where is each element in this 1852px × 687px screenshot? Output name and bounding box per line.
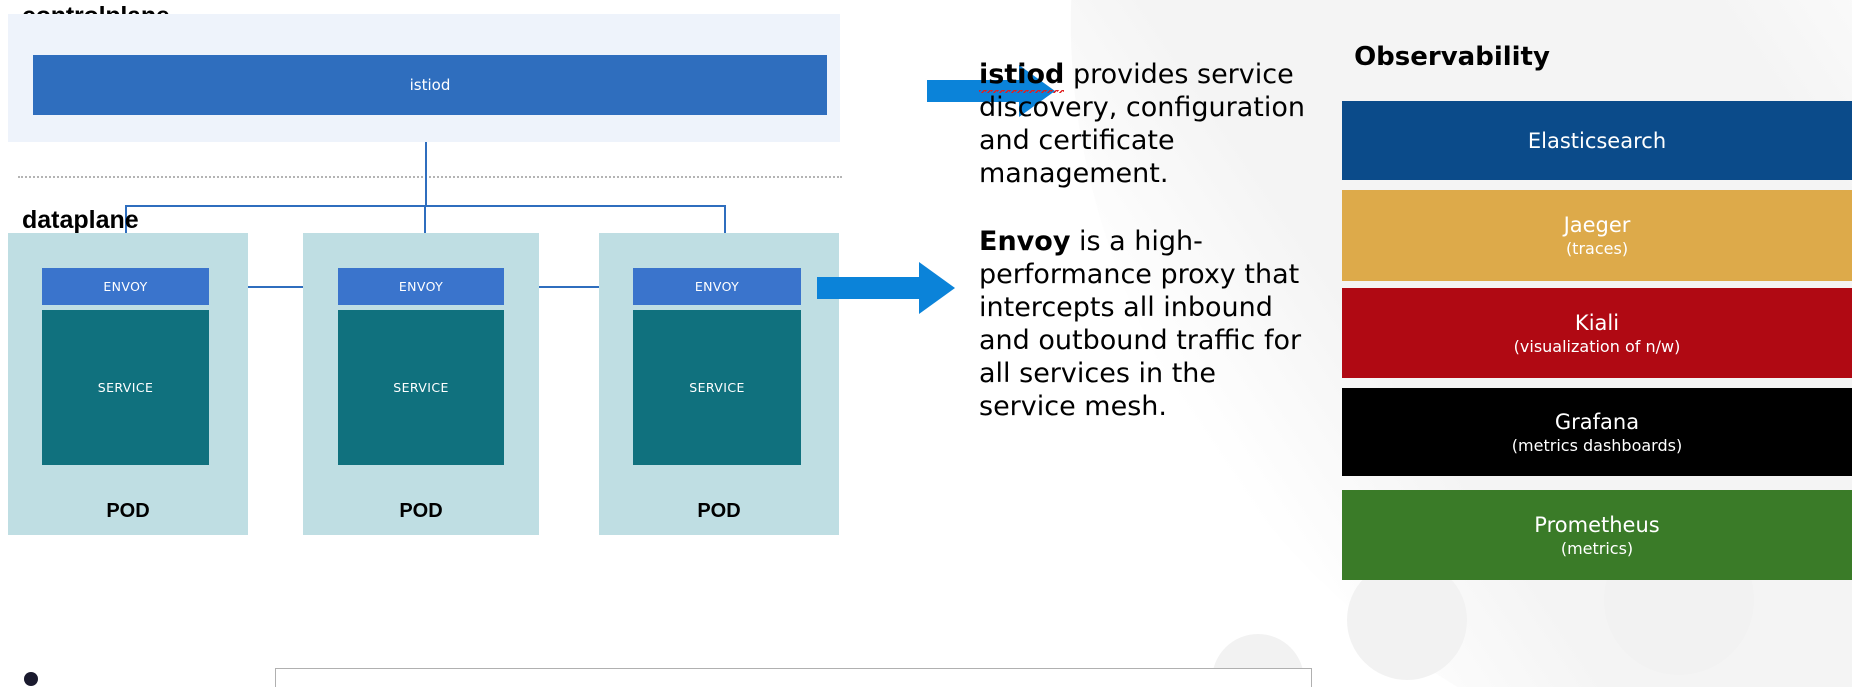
dataplane-label: dataplane (22, 206, 139, 234)
bottom-textbox-partial (275, 668, 1312, 687)
service-label: SERVICE (689, 380, 745, 395)
istiod-box[interactable]: istiod (33, 55, 827, 115)
envoy-label: ENVOY (103, 279, 148, 294)
bottom-bullet-glyph (24, 672, 38, 686)
pod-label: POD (106, 500, 150, 522)
envoy-label: ENVOY (398, 279, 444, 294)
service-label: SERVICE (97, 380, 154, 395)
observability-item-jaeger[interactable]: Jaeger (traces) (1342, 190, 1852, 281)
istiod-box-label: istiod (409, 76, 451, 94)
envoy-box[interactable]: ENVOY (633, 268, 801, 305)
observability-item-name: Grafana (1554, 409, 1640, 434)
arrow-shaft (817, 277, 923, 299)
arrow-right-icon (817, 262, 957, 314)
observability-item-grafana[interactable]: Grafana (metrics dashboards) (1342, 388, 1852, 476)
observability-item-prometheus[interactable]: Prometheus (metrics) (1342, 490, 1852, 580)
envoy-description: Envoy is a high-performance proxy that i… (979, 225, 1319, 423)
observability-item-sub: (visualization of n/w) (1513, 336, 1681, 356)
pod-label: POD (697, 500, 741, 522)
observability-item-name: Prometheus (1534, 512, 1660, 537)
istiod-description-body: provides service discovery, configuratio… (979, 59, 1306, 189)
service-label: SERVICE (393, 380, 449, 395)
observability-item-elasticsearch[interactable]: Elasticsearch (1342, 101, 1852, 180)
envoy-term: Envoy (979, 226, 1071, 257)
envoy-label: ENVOY (694, 279, 740, 294)
observability-item-name: Elasticsearch (1527, 128, 1667, 153)
envoy-description-body: is a high-performance proxy that interce… (979, 226, 1302, 422)
connector-istiod-trunk (425, 142, 427, 206)
istiod-term: istiod (979, 59, 1065, 93)
observability-item-kiali[interactable]: Kiali (visualization of n/w) (1342, 288, 1852, 378)
service-box[interactable]: SERVICE (633, 310, 801, 465)
observability-item-sub: (metrics) (1560, 538, 1634, 558)
connector-envoy2-envoy3 (503, 286, 634, 288)
connector-bus (126, 205, 726, 207)
observability-item-name: Jaeger (1563, 213, 1631, 237)
arrow-head (919, 262, 955, 314)
service-box[interactable]: SERVICE (42, 310, 209, 465)
observability-item-name: Kiali (1574, 310, 1620, 335)
service-box[interactable]: SERVICE (338, 310, 504, 465)
observability-item-sub: (traces) (1565, 239, 1629, 258)
istiod-description: istiod provides service discovery, confi… (979, 58, 1329, 190)
envoy-box[interactable]: ENVOY (338, 268, 504, 305)
envoy-box[interactable]: ENVOY (42, 268, 209, 305)
plane-divider (18, 176, 842, 178)
observability-item-sub: (metrics dashboards) (1511, 435, 1683, 455)
pod-label: POD (399, 500, 443, 522)
connector-envoy1-envoy2 (208, 286, 339, 288)
observability-title: Observability (1354, 42, 1550, 72)
